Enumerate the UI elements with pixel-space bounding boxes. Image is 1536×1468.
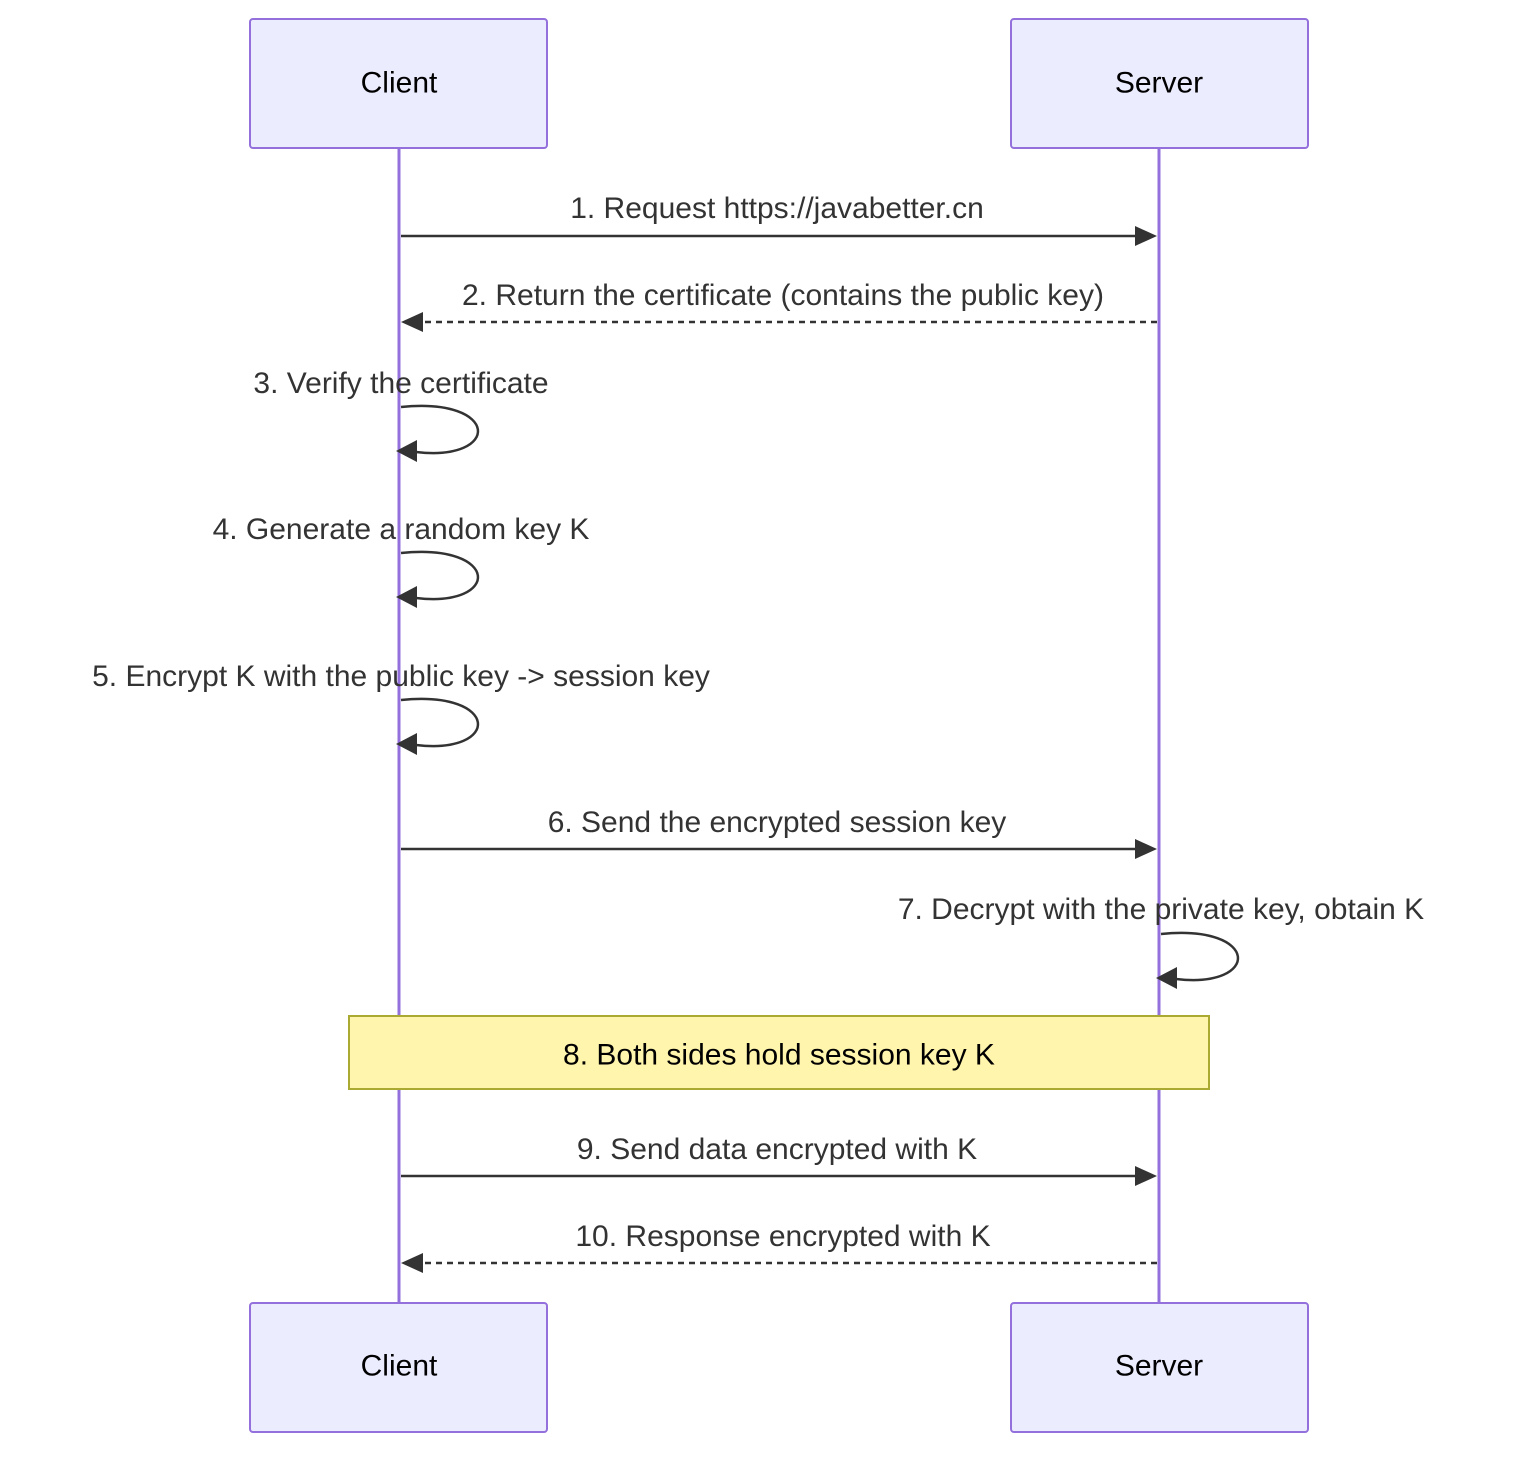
- actor-client-bottom: Client: [249, 1302, 548, 1433]
- message-7-label: 7. Decrypt with the private key, obtain …: [898, 893, 1424, 926]
- message-5: 5. Encrypt K with the public key -> sess…: [92, 660, 710, 755]
- self-arrow-icon: [396, 440, 417, 462]
- message-2-label: 2. Return the certificate (contains the …: [462, 279, 1104, 312]
- message-7: 7. Decrypt with the private key, obtain …: [898, 893, 1424, 989]
- actor-client-top: Client: [249, 18, 548, 149]
- message-3-label: 3. Verify the certificate: [253, 367, 548, 400]
- self-arrow-icon: [1156, 967, 1177, 989]
- message-9: 9. Send data encrypted with K: [401, 1133, 1157, 1186]
- note-8: 8. Both sides hold session key K: [348, 1015, 1210, 1090]
- arrow-left-icon: [401, 1253, 423, 1273]
- arrow-right-icon: [1135, 839, 1157, 859]
- message-5-label: 5. Encrypt K with the public key -> sess…: [92, 660, 710, 693]
- message-3: 3. Verify the certificate: [253, 367, 549, 462]
- actor-server-bottom-label: Server: [1115, 1350, 1203, 1383]
- arrow-left-icon: [401, 312, 423, 332]
- actor-server-bottom: Server: [1010, 1302, 1309, 1433]
- message-1: 1. Request https://javabetter.cn: [401, 192, 1157, 246]
- note-8-label: 8. Both sides hold session key K: [563, 1039, 995, 1072]
- message-4-label: 4. Generate a random key K: [213, 513, 590, 546]
- actor-client-bottom-label: Client: [361, 1350, 438, 1383]
- actor-server-top-label: Server: [1115, 67, 1203, 100]
- message-2: 2. Return the certificate (contains the …: [401, 279, 1157, 332]
- actor-server-top: Server: [1010, 18, 1309, 149]
- self-arrow-icon: [396, 586, 417, 608]
- message-10-label: 10. Response encrypted with K: [575, 1220, 990, 1253]
- message-9-label: 9. Send data encrypted with K: [577, 1133, 977, 1166]
- actor-client-top-label: Client: [361, 67, 438, 100]
- message-1-label: 1. Request https://javabetter.cn: [570, 192, 984, 225]
- message-4: 4. Generate a random key K: [213, 513, 590, 608]
- message-6: 6. Send the encrypted session key: [401, 806, 1157, 859]
- self-arrow-icon: [396, 733, 417, 755]
- arrow-right-icon: [1135, 226, 1157, 246]
- arrow-right-icon: [1135, 1166, 1157, 1186]
- message-10: 10. Response encrypted with K: [401, 1220, 1157, 1273]
- message-6-label: 6. Send the encrypted session key: [548, 806, 1007, 839]
